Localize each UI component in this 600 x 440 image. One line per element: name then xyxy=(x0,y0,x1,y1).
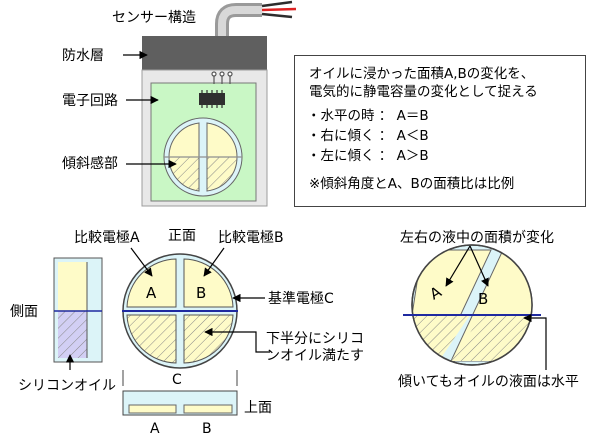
waterproof-layer-top xyxy=(142,36,267,72)
electrode-a-upper xyxy=(126,258,177,308)
electrode-b-upper xyxy=(183,258,234,308)
silicone-oil-label: シリコンオイル xyxy=(18,378,116,394)
electrode-b-label: 比較電極B xyxy=(218,230,284,246)
info-note: ※傾斜角度とA、Bの面積比は比例 xyxy=(309,176,515,192)
silicone-fill-line2: ンオイル満たす xyxy=(266,348,364,364)
electrode-b-lower xyxy=(183,314,234,364)
info-line-1: オイルに浸かった面積A,Bの変化を、 xyxy=(309,66,535,82)
front-view-label: 正面 xyxy=(168,228,196,244)
electrode-a-lower xyxy=(126,314,177,364)
top-a-letter: A xyxy=(150,421,160,437)
small-tilt-sensor xyxy=(163,117,243,197)
info-level: ・水平の時 ： A＝B xyxy=(307,108,429,124)
reference-electrode-label: 基準電極C xyxy=(268,290,334,307)
circuit-label: 電子回路 xyxy=(62,93,118,109)
electrode-a-label: 比較電極A xyxy=(74,230,140,246)
info-box: オイルに浸かった面積A,Bの変化を、 電気的に静電容量の変化として捉える ・水平… xyxy=(294,55,586,207)
tilt-sensor-label: 傾斜感部 xyxy=(62,155,118,172)
tilted-view xyxy=(403,244,547,370)
waterproof-layer-label: 防水層 xyxy=(62,48,104,64)
tilted-b-letter: B xyxy=(478,290,488,308)
top-b-letter: B xyxy=(202,421,212,437)
sensor-structure xyxy=(123,0,297,207)
info-left-tilt: ・左に傾く ： A＞B xyxy=(307,148,429,164)
silicone-fill-line1: 下半分にシリコ xyxy=(266,331,364,347)
front-c-letter: C xyxy=(172,372,182,388)
side-view-label: 側面 xyxy=(10,304,38,320)
front-view xyxy=(122,247,270,386)
area-change-label: 左右の液中の面積が変化 xyxy=(400,229,554,246)
info-line-2: 電気的に静電容量の変化として捉える xyxy=(309,84,538,100)
tilted-level-note: 傾いてもオイルの液面は水平 xyxy=(398,374,579,390)
top-view-label: 上面 xyxy=(244,400,272,416)
front-b-letter: B xyxy=(196,284,206,302)
side-view xyxy=(53,257,103,370)
top-view xyxy=(122,390,238,416)
connector-pins xyxy=(211,71,233,84)
sensor-title: センサー構造 xyxy=(112,10,196,26)
front-a-letter: A xyxy=(146,284,157,302)
ic-chip xyxy=(199,90,225,108)
info-right-tilt: ・右に傾く ： A＜B xyxy=(307,128,429,144)
